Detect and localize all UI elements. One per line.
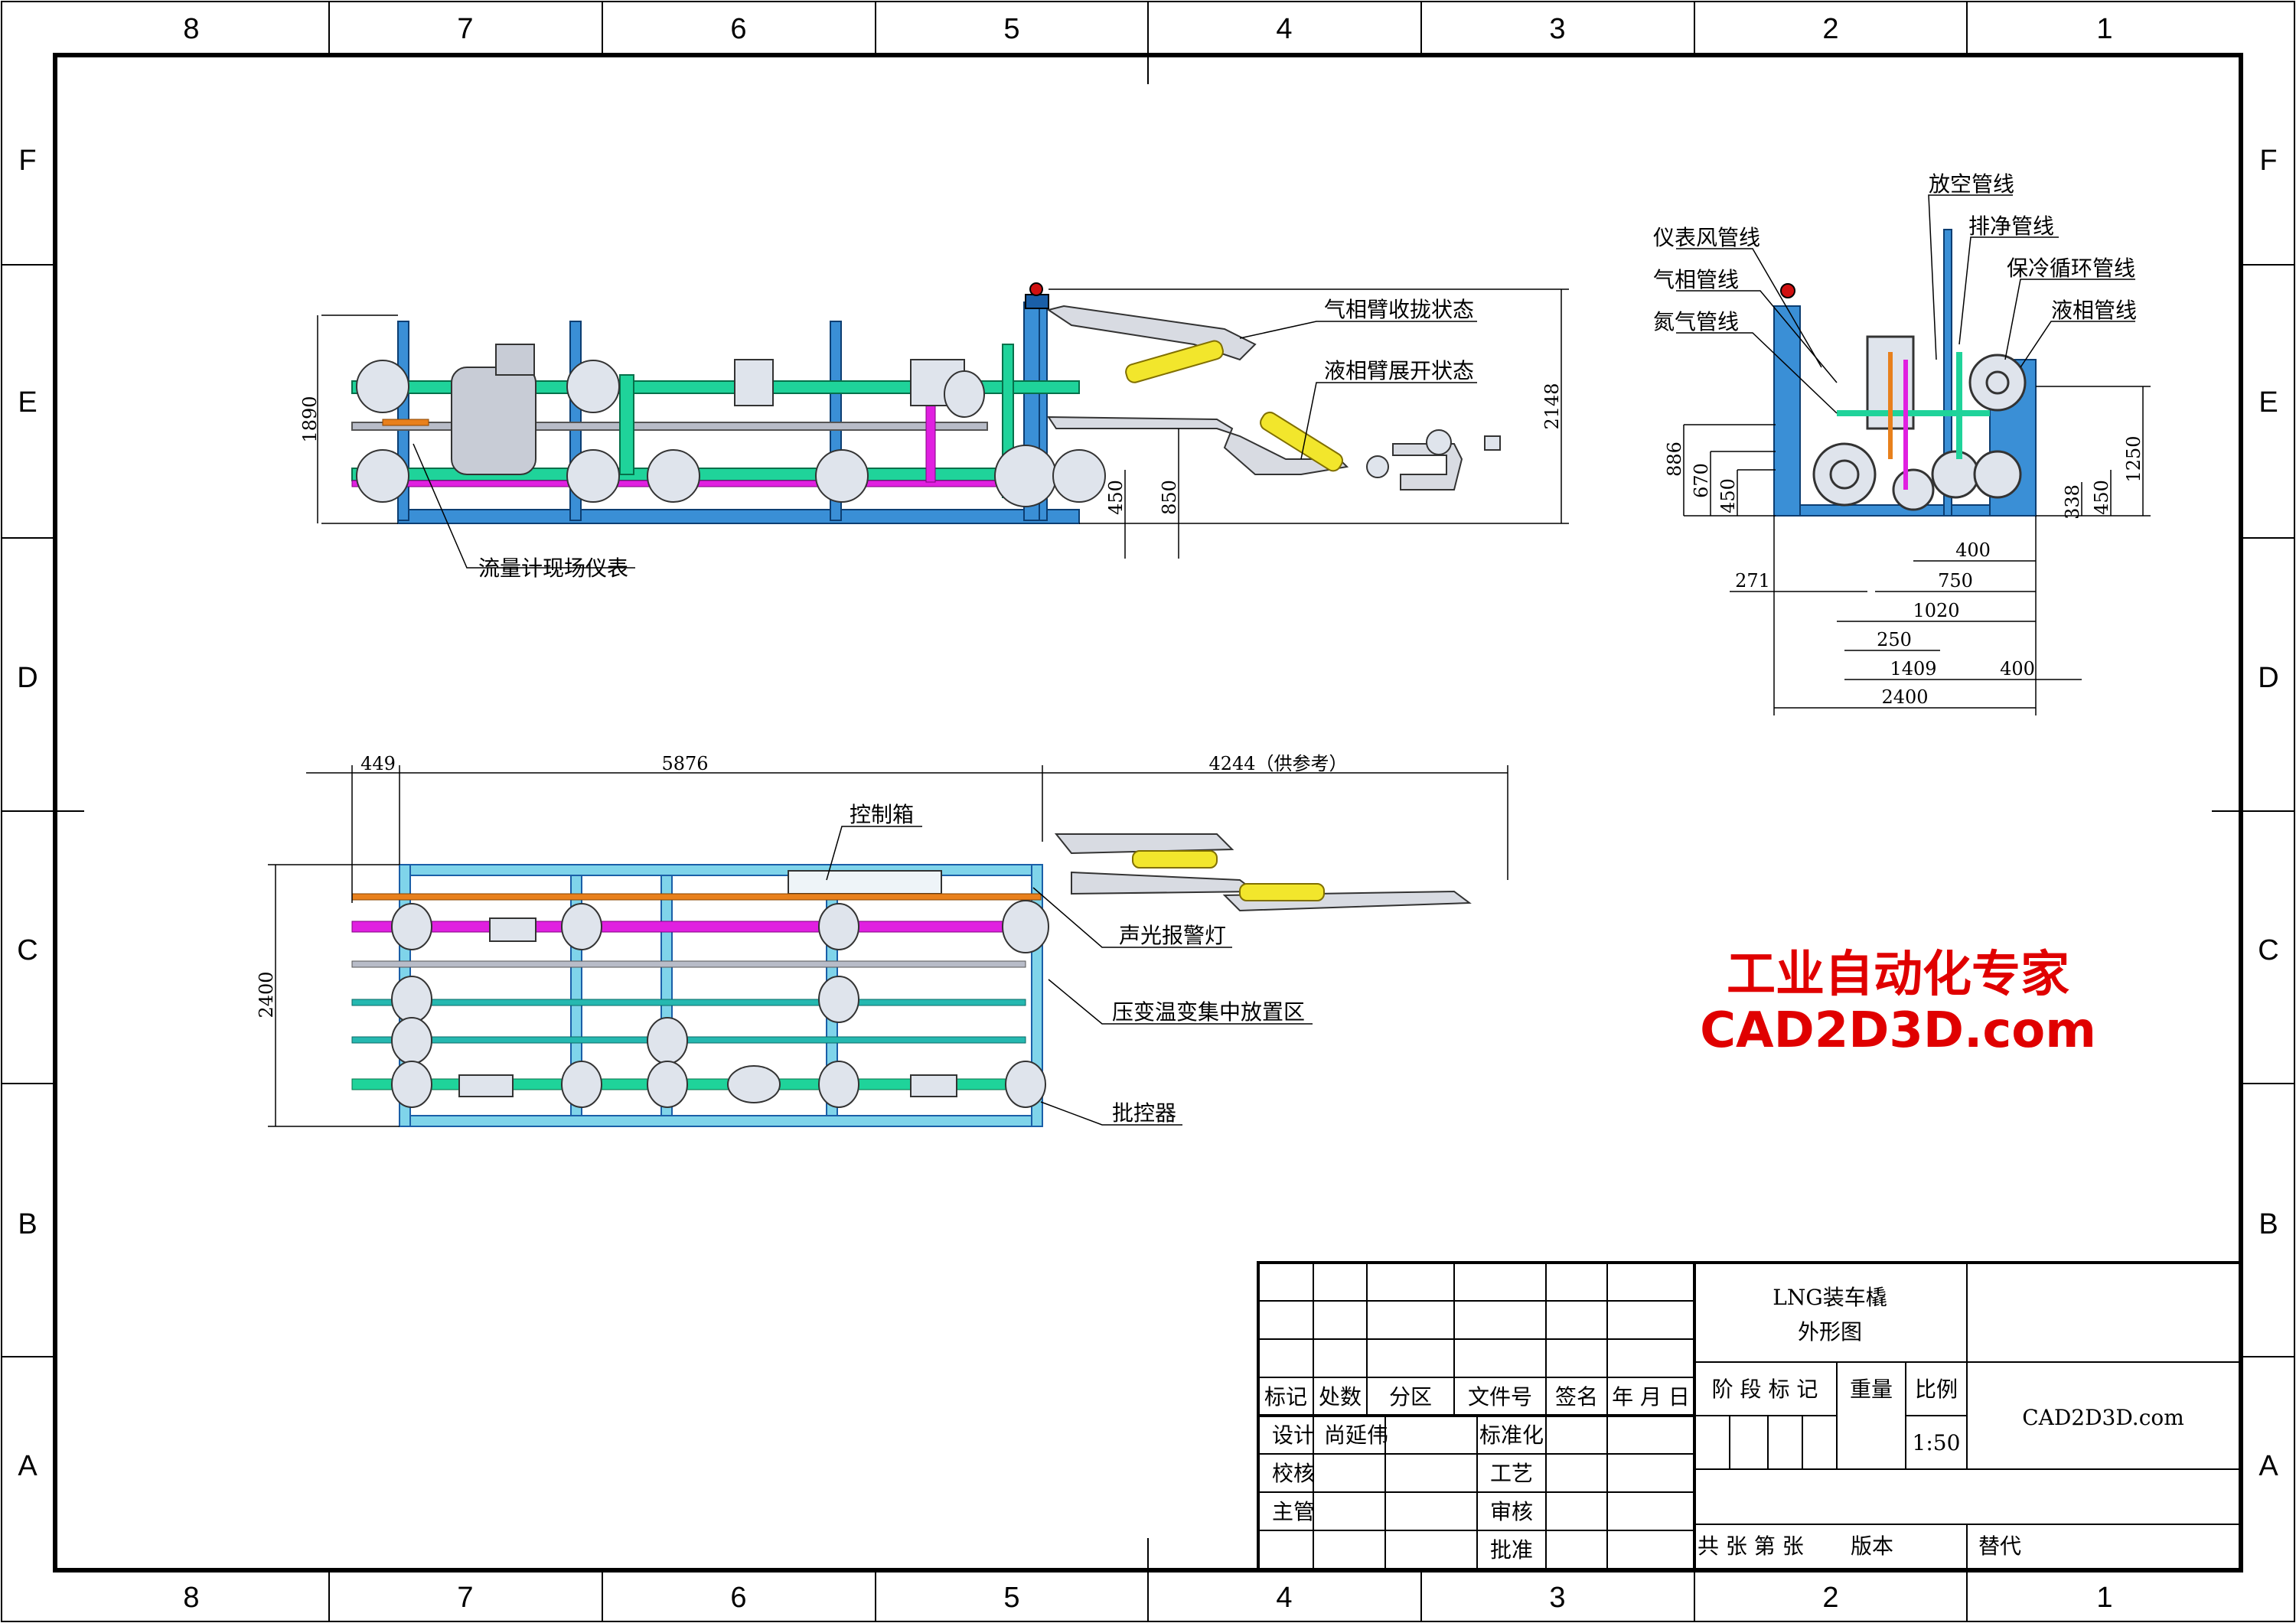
row-label-f: F [18, 145, 36, 177]
callout-liquid-line: 液相管线 [2051, 298, 2137, 323]
col-label-5-bottom: 5 [1003, 1582, 1019, 1614]
row-label-b-right: B [2258, 1208, 2278, 1240]
row-label-d-right: D [2258, 662, 2278, 694]
callout-vent-line: 放空管线 [1929, 171, 2014, 197]
inner-frame [53, 53, 2243, 1572]
callout-liquid-arm-deployed: 液相臂展开状态 [1324, 358, 1474, 383]
row-label-c-right: C [2258, 934, 2278, 966]
dim-1890: 1890 [299, 396, 321, 442]
tb-header-sign: 签名 [1555, 1384, 1598, 1410]
tb-row-review: 审核 [1490, 1499, 1533, 1524]
dim-400-top: 400 [1955, 539, 1991, 561]
dim-5876: 5876 [661, 753, 708, 774]
callout-cold-circulation-line: 保冷循环管线 [2007, 256, 2135, 281]
callout-vapor-line: 气相管线 [1653, 267, 1739, 292]
dim-271: 271 [1735, 570, 1770, 592]
col-label-6-bottom: 6 [730, 1582, 746, 1614]
title-block [1257, 1261, 2242, 1572]
callout-batch-controller: 批控器 [1112, 1100, 1176, 1126]
dim-1020: 1020 [1913, 600, 1959, 621]
callout-control-box: 控制箱 [850, 802, 914, 827]
dim-450: 450 [1105, 480, 1127, 515]
tb-stage-mark: 阶 段 标 记 [1712, 1377, 1818, 1402]
row-label-c: C [17, 934, 38, 966]
tb-designer-name: 尚延伟 [1324, 1423, 1388, 1448]
col-label-7: 7 [457, 13, 473, 45]
col-label-2-bottom: 2 [1822, 1582, 1838, 1614]
row-label-a: A [18, 1450, 38, 1482]
row-label-f-right: F [2259, 145, 2277, 177]
callout-nitrogen-line: 氮气管线 [1653, 309, 1739, 334]
watermark-line1: 工业自动化专家 [1727, 947, 2069, 1003]
col-label-7-bottom: 7 [457, 1582, 473, 1614]
title-block-text: LNG装车橇 外形图 标记 处数 分区 文件号 签名 年 月 日 设计 尚延伟 … [1264, 1285, 2184, 1563]
col-label-2: 2 [1822, 13, 1838, 45]
tb-header-doc-no: 文件号 [1468, 1384, 1532, 1410]
tb-company: CAD2D3D.com [2022, 1405, 2184, 1430]
callout-instrument-air-line: 仪表风管线 [1653, 225, 1760, 250]
tb-row-design: 设计 [1272, 1423, 1315, 1448]
callout-alarm-light: 声光报警灯 [1119, 923, 1226, 948]
callout-gas-arm-stowed: 气相臂收拢状态 [1324, 297, 1474, 322]
col-label-4-bottom: 4 [1276, 1582, 1292, 1614]
callout-drain-line: 排净管线 [1968, 213, 2054, 239]
drawing-title-line2: 外形图 [1798, 1319, 1862, 1344]
tb-header-mark: 标记 [1264, 1384, 1307, 1410]
drawing-title-line1: LNG装车橇 [1773, 1285, 1887, 1310]
dim-338: 338 [2062, 484, 2083, 520]
dim-449: 449 [360, 753, 396, 774]
tb-header-zone: 分区 [1389, 1384, 1432, 1410]
col-label-5: 5 [1003, 13, 1019, 45]
tb-scale-value: 1:50 [1913, 1430, 1961, 1455]
side-view: 1890 2148 450 850 气相臂收拢状态 液相臂展开状态 流量计现场仪… [299, 282, 1569, 581]
tb-sheets: 共 张 第 张 [1698, 1533, 1804, 1559]
dim-2400-plan: 2400 [256, 971, 277, 1018]
dim-250: 250 [1877, 629, 1912, 650]
col-label-4: 4 [1276, 13, 1292, 45]
row-label-d: D [17, 662, 38, 694]
col-label-8: 8 [183, 13, 199, 45]
row-label-e-right: E [2258, 386, 2278, 419]
tb-weight: 重量 [1850, 1377, 1893, 1402]
dim-750: 750 [1938, 570, 1973, 592]
dim-400-bottom: 400 [2000, 658, 2035, 680]
row-label-b: B [18, 1208, 37, 1240]
col-label-8-bottom: 8 [183, 1582, 199, 1614]
row-label-e: E [18, 386, 37, 419]
tb-replace: 替代 [1978, 1533, 2021, 1559]
row-label-a-right: A [2258, 1450, 2278, 1482]
col-label-3: 3 [1549, 13, 1565, 45]
watermark-line2: CAD2D3D.com [1700, 1002, 2096, 1059]
dim-1409: 1409 [1890, 658, 1936, 680]
tb-row-process: 工艺 [1490, 1461, 1533, 1486]
callout-transmitter-area: 压变温变集中放置区 [1112, 999, 1305, 1025]
col-label-1-bottom: 1 [2096, 1582, 2112, 1614]
plan-view: 449 5876 4244（供参考） 2400 控制箱 声光报警灯 压变温变集中… [256, 753, 1508, 1127]
tb-row-supervise: 主管 [1272, 1499, 1315, 1524]
dim-450-left: 450 [1717, 478, 1739, 513]
dim-2148: 2148 [1541, 383, 1563, 429]
tb-header-count: 处数 [1319, 1384, 1362, 1410]
callout-flowmeter-instrument: 流量计现场仪表 [478, 556, 628, 581]
tb-row-standardize: 标准化 [1479, 1423, 1544, 1448]
end-view: 886 670 450 1250 338 450 400 750 271 102… [1653, 171, 2151, 715]
col-label-1: 1 [2096, 13, 2112, 45]
tb-header-date: 年 月 日 [1612, 1384, 1690, 1410]
tb-version: 版本 [1851, 1533, 1893, 1559]
col-label-3-bottom: 3 [1549, 1582, 1565, 1614]
dim-850: 850 [1159, 480, 1180, 515]
col-label-6: 6 [730, 13, 746, 45]
dim-670: 670 [1691, 463, 1712, 498]
tb-scale-label: 比例 [1915, 1377, 1958, 1402]
tb-row-approve: 批准 [1490, 1537, 1533, 1563]
tb-row-check: 校核 [1272, 1461, 1315, 1486]
dim-2400-end: 2400 [1881, 686, 1928, 708]
dim-886: 886 [1664, 442, 1685, 477]
dim-4244: 4244（供参考） [1208, 753, 1347, 774]
dim-1250: 1250 [2123, 435, 2144, 482]
dim-450-right: 450 [2091, 480, 2112, 515]
